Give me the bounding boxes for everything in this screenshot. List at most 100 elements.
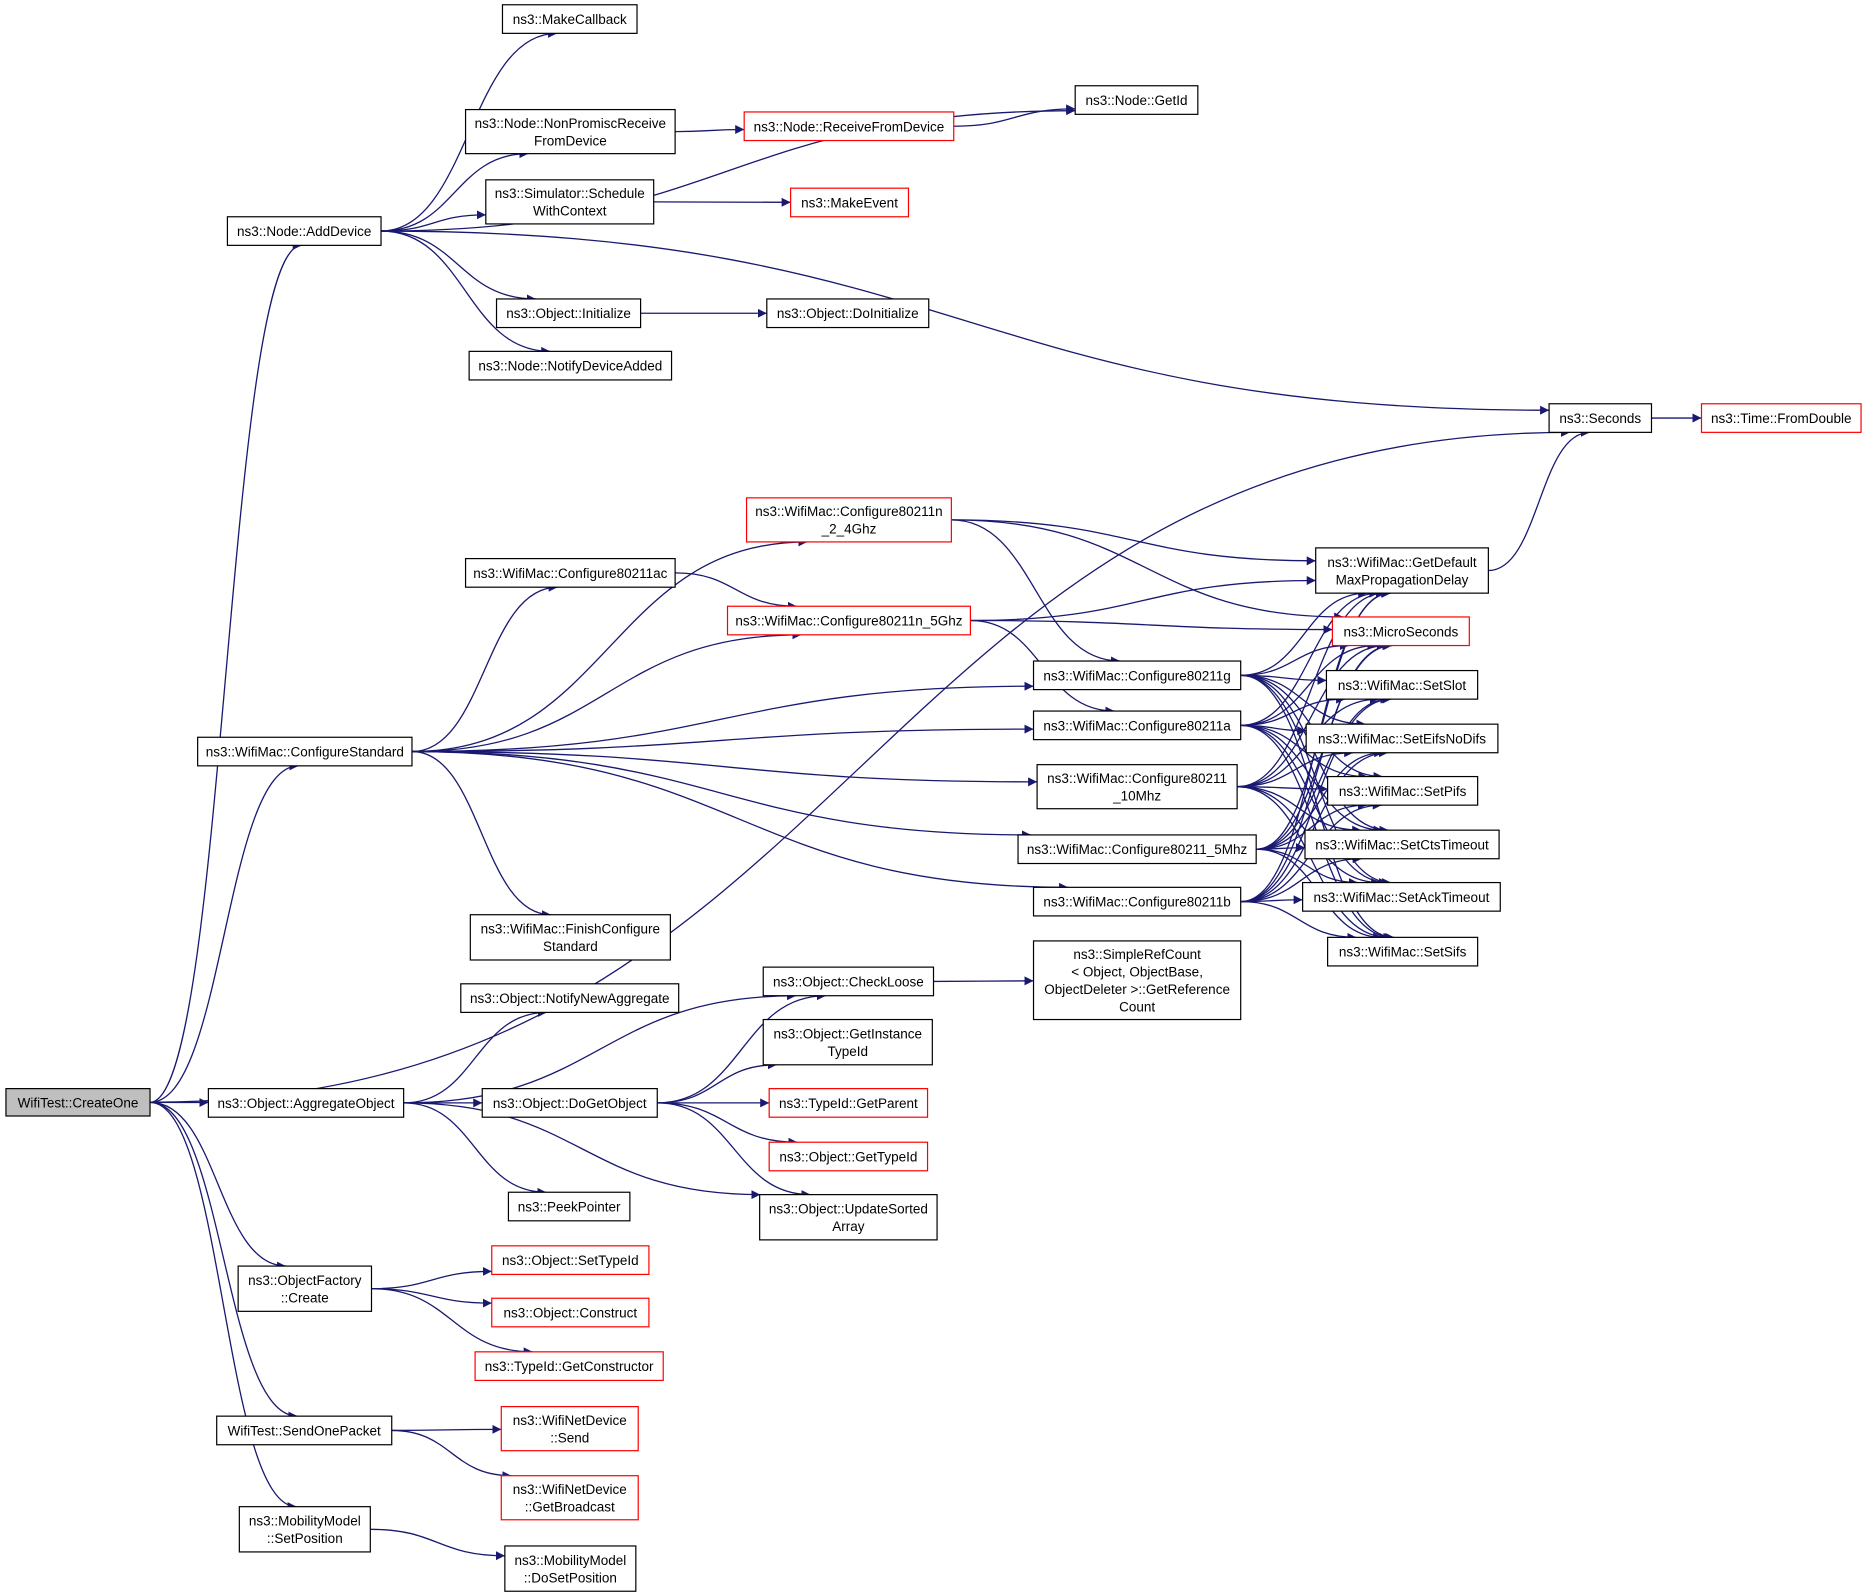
node-box <box>1032 886 1242 917</box>
node-label: ns3::WifiNetDevice <box>513 1482 627 1497</box>
node-settypeid[interactable]: ns3::Object::SetTypeId <box>491 1245 650 1276</box>
node-box <box>759 1194 938 1241</box>
node-configstd[interactable]: ns3::WifiMac::ConfigureStandard <box>197 736 413 767</box>
node-box <box>1032 940 1242 1021</box>
node-microsec[interactable]: ns3::MicroSeconds <box>1331 616 1470 647</box>
node-simplerefcount[interactable]: ns3::SimpleRefCount< Object, ObjectBase,… <box>1032 940 1242 1021</box>
node-label: ns3::MicroSeconds <box>1343 624 1458 639</box>
node-box <box>1017 834 1257 865</box>
node-label: ns3::WifiMac::SetCtsTimeout <box>1315 837 1489 852</box>
edge-createone-sendone <box>150 1101 298 1421</box>
edge-cfg11g-seteifs <box>1240 674 1366 729</box>
edge-cfg11a-setpifs <box>1240 724 1368 782</box>
node-recvfromdev[interactable]: ns3::Node::ReceiveFromDevice <box>743 111 955 142</box>
node-adddevice[interactable]: ns3::Node::AddDevice <box>226 216 382 246</box>
node-box <box>1331 616 1470 647</box>
node-objinit[interactable]: ns3::Object::Initialize <box>495 298 642 329</box>
edge-cfg115-setpifs <box>1256 800 1367 850</box>
node-getconstructor[interactable]: ns3::TypeId::GetConstructor <box>474 1351 664 1382</box>
edge-cfg1110-setcts <box>1237 786 1362 835</box>
node-cfg11g[interactable]: ns3::WifiMac::Configure80211g <box>1032 660 1242 691</box>
edge-cfg11g-setsifs <box>1240 674 1395 942</box>
node-setpifs[interactable]: ns3::WifiMac::SetPifs <box>1327 775 1479 806</box>
node-label: ns3::WifiMac::SetSifs <box>1339 945 1467 960</box>
node-setsifs[interactable]: ns3::WifiMac::SetSifs <box>1327 936 1479 967</box>
node-checkloose[interactable]: ns3::Object::CheckLoose <box>762 966 935 997</box>
node-setcts[interactable]: ns3::WifiMac::SetCtsTimeout <box>1304 829 1500 860</box>
edge-configstd-cfg11ac <box>411 582 558 753</box>
edge-cfg1110-setsifs <box>1237 786 1389 942</box>
edge-configstd-finishcfg <box>411 750 552 920</box>
node-label: ns3::WifiMac::Configure80211g <box>1043 668 1230 683</box>
node-doinit[interactable]: ns3::Object::DoInitialize <box>766 298 930 329</box>
node-box <box>1036 764 1238 810</box>
node-label: ns3::Object::GetInstance <box>773 1026 922 1041</box>
node-peekpointer[interactable]: ns3::PeekPointer <box>507 1191 631 1222</box>
node-label: ns3::Object::DoGetObject <box>493 1096 647 1111</box>
edge-cfg1110-seteifs <box>1237 748 1354 788</box>
edge-cfg115-seteifs <box>1256 748 1384 850</box>
node-construct[interactable]: ns3::Object::Construct <box>491 1297 650 1328</box>
node-getparent[interactable]: ns3::TypeId::GetParent <box>768 1088 929 1118</box>
node-box <box>743 111 955 142</box>
node-label: ns3::WifiMac::Configure80211 <box>1047 771 1227 786</box>
edge-dogetobject-getinsttypeid <box>657 1060 777 1104</box>
node-label: ns3::WifiMac::Configure80211n <box>755 504 942 519</box>
edge-cfg11g-setack <box>1240 674 1392 888</box>
node-aggobj[interactable]: ns3::Object::AggregateObject <box>207 1088 405 1118</box>
node-box <box>1032 660 1242 691</box>
node-makeevent[interactable]: ns3::MakeEvent <box>790 187 910 218</box>
edge-cfg11a-microsec <box>1240 641 1377 726</box>
node-box <box>491 1245 650 1276</box>
node-box <box>207 1088 405 1118</box>
node-box <box>1325 669 1479 700</box>
node-cfg11b[interactable]: ns3::WifiMac::Configure80211b <box>1032 886 1242 917</box>
node-createone[interactable]: WifiTest::CreateOne <box>5 1088 151 1117</box>
node-getdefmax[interactable]: ns3::WifiMac::GetDefaultMaxPropagationDe… <box>1315 547 1489 594</box>
node-label: ns3::Object::GetTypeId <box>779 1150 917 1165</box>
node-box <box>762 1018 933 1066</box>
node-mobsetpos[interactable]: ns3::MobilityModel::SetPosition <box>238 1506 371 1553</box>
node-fromdouble[interactable]: ns3::Time::FromDouble <box>1700 403 1862 433</box>
node-cfg11n24[interactable]: ns3::WifiMac::Configure80211n_2_4Ghz <box>745 497 952 543</box>
node-label: ns3::Object::NotifyNewAggregate <box>470 991 670 1006</box>
edge-nonpromisc-recvfromdev <box>675 124 745 134</box>
node-cfg115[interactable]: ns3::WifiMac::Configure80211_5Mhz <box>1017 834 1257 865</box>
edge-cfg11n5-microsec <box>970 619 1333 635</box>
edge-cfg11g-getdefmax <box>1240 588 1368 676</box>
node-cfg11ac[interactable]: ns3::WifiMac::Configure80211ac <box>464 557 676 588</box>
node-cfg1110[interactable]: ns3::WifiMac::Configure80211_10Mhz <box>1036 764 1238 810</box>
node-gettypeid[interactable]: ns3::Object::GetTypeId <box>768 1141 929 1172</box>
node-label: ns3::TypeId::GetParent <box>779 1096 918 1111</box>
node-cfg11a[interactable]: ns3::WifiMac::Configure80211a <box>1032 710 1242 741</box>
edge-configstd-cfg11a <box>411 724 1034 753</box>
node-mobdosetpos[interactable]: ns3::MobilityModel::DoSetPosition <box>504 1545 637 1592</box>
node-seconds[interactable]: ns3::Seconds <box>1548 403 1653 433</box>
node-notifydevadded[interactable]: ns3::Node::NotifyDeviceAdded <box>468 350 673 381</box>
node-label: ns3::Object::AggregateObject <box>217 1096 394 1111</box>
node-label: ns3::Node::AddDevice <box>237 224 371 239</box>
node-seteifs[interactable]: ns3::WifiMac::SetEifsNoDifs <box>1305 723 1499 754</box>
edge-objfactory-settypeid <box>371 1266 492 1290</box>
node-wndgetbcast[interactable]: ns3::WifiNetDevice::GetBroadcast <box>500 1475 639 1521</box>
node-notifyagg[interactable]: ns3::Object::NotifyNewAggregate <box>460 983 680 1013</box>
node-box <box>474 1351 664 1382</box>
node-setack[interactable]: ns3::WifiMac::SetAckTimeout <box>1302 881 1501 912</box>
node-label: WifiTest::SendOnePacket <box>228 1423 381 1438</box>
node-setslot[interactable]: ns3::WifiMac::SetSlot <box>1325 669 1479 700</box>
node-wndsend[interactable]: ns3::WifiNetDevice::Send <box>500 1406 639 1452</box>
node-dogetobject[interactable]: ns3::Object::DoGetObject <box>481 1088 658 1118</box>
node-makecallback[interactable]: ns3::MakeCallback <box>501 4 638 34</box>
node-getid[interactable]: ns3::Node::GetId <box>1074 85 1199 115</box>
node-label: ns3::WifiMac::Configure80211n_5Ghz <box>735 614 962 629</box>
node-cfg11n5[interactable]: ns3::WifiMac::Configure80211n_5Ghz <box>726 605 972 636</box>
node-box <box>1304 829 1500 860</box>
edge-checkloose-simplerefcount <box>933 976 1034 986</box>
node-sendone[interactable]: WifiTest::SendOnePacket <box>216 1415 393 1446</box>
node-objfactory[interactable]: ns3::ObjectFactory::Create <box>237 1265 373 1312</box>
